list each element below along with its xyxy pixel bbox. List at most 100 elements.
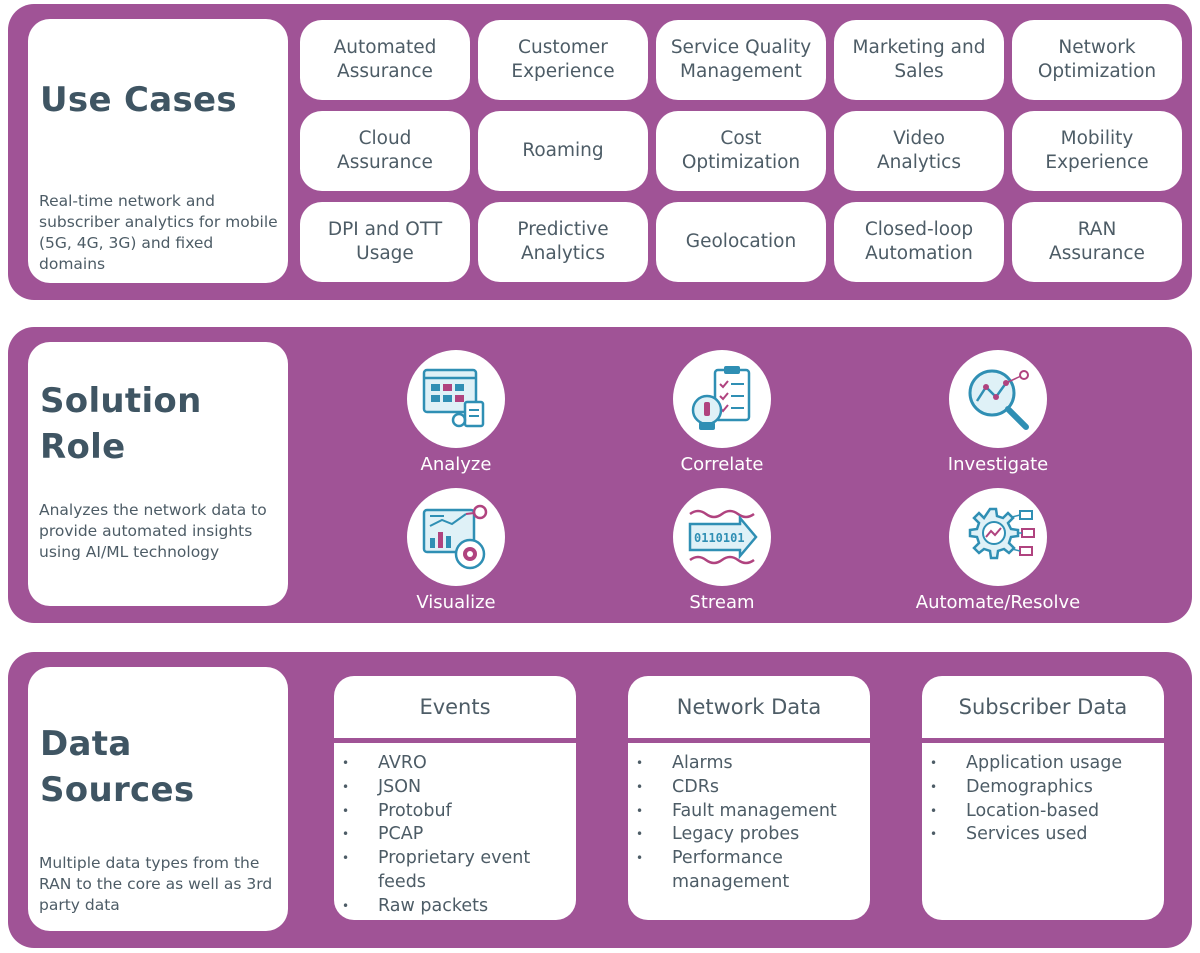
- role-label: Visualize: [416, 592, 496, 613]
- bullet-icon: •: [636, 803, 644, 818]
- data-sources-description-card: Data Sources Multiple data types from th…: [28, 667, 288, 931]
- list-item: • Proprietary event: [334, 847, 576, 871]
- bullet-icon: •: [342, 779, 350, 794]
- automate-gear-icon: [949, 488, 1047, 586]
- use-case-pill: Mobility Experience: [1012, 111, 1182, 191]
- data-source-card-title: Subscriber Data: [958, 695, 1128, 719]
- role-label: Analyze: [420, 454, 492, 475]
- data-source-card-title: Events: [419, 695, 491, 719]
- list-item: • Alarms: [628, 752, 870, 776]
- solution-role-description: Analyzes the network data to provide aut…: [39, 501, 267, 561]
- bullet-icon: •: [930, 827, 938, 842]
- use-case-pill: Service Quality Management: [656, 20, 826, 100]
- list-item-text: Services used: [966, 824, 1088, 845]
- data-source-card-subscriber-data: Subscriber Data •Application usage•Demog…: [922, 676, 1164, 920]
- analyze-dashboard-icon: [407, 350, 505, 448]
- bullet-icon: •: [930, 779, 938, 794]
- role-visualize: Visualize: [346, 488, 566, 613]
- list-item-text: Application usage: [966, 753, 1123, 773]
- bullet-icon: •: [342, 803, 350, 818]
- role-label: Stream: [689, 592, 755, 613]
- use-cases-panel: Use Cases Real-time network and subscrib…: [8, 4, 1192, 300]
- bullet-icon: •: [636, 851, 644, 866]
- use-case-pill: Video Analytics: [834, 111, 1004, 191]
- bullet-icon: •: [636, 756, 644, 770]
- solution-role-panel: Solution Role Analyzes the network data …: [8, 327, 1192, 623]
- solution-role-title-line1: Solution: [40, 381, 202, 421]
- list-item: • Location-based: [922, 800, 1164, 824]
- data-sources-panel: Data Sources Multiple data types from th…: [8, 652, 1192, 948]
- stream-binary-icon: 0110101: [673, 488, 771, 586]
- role-label: Correlate: [680, 454, 764, 475]
- role-label: Investigate: [947, 454, 1049, 475]
- list-item-text: PCAP: [378, 824, 424, 845]
- data-source-list: • Alarms • CDRs • Fault management • Legacy pro…: [628, 743, 870, 895]
- use-case-pill: Roaming: [478, 111, 648, 191]
- role-automate-resolve: Automate/Resolve: [888, 488, 1108, 613]
- use-case-pill: RAN Assurance: [1012, 202, 1182, 282]
- list-item: •Raw packets: [334, 895, 576, 919]
- list-item-text: Fault management: [672, 800, 837, 821]
- list-item: • PCAP: [334, 823, 576, 847]
- solution-role-title-line2: Role: [40, 427, 126, 467]
- role-analyze: Analyze: [346, 350, 566, 475]
- svg-text:0110101: 0110101: [694, 531, 745, 545]
- role-correlate: Correlate: [612, 350, 832, 475]
- bullet-icon: •: [342, 827, 350, 842]
- visualize-chart-icon: [407, 488, 505, 586]
- list-item: •Application usage: [922, 752, 1164, 776]
- bullet-icon: •: [342, 756, 350, 770]
- data-sources-title-line2: Sources: [40, 770, 195, 810]
- use-case-pill: Cost Optimization: [656, 111, 826, 191]
- use-cases-description-card: Use Cases Real-time network and subscrib…: [28, 19, 288, 283]
- list-item: •Demographics: [922, 776, 1164, 800]
- list-item: • Protobuf: [334, 800, 576, 824]
- data-source-card-events: Events •AVRO•JSON•Protobuf•PCAP•Propriet…: [334, 676, 576, 920]
- use-case-pill: Automated Assurance: [300, 20, 470, 100]
- investigate-magnifier-icon: [949, 350, 1047, 448]
- list-item-text: Alarms: [672, 753, 733, 773]
- list-item: • Legacy probes: [628, 823, 870, 847]
- list-item-text: Performance: [672, 848, 783, 869]
- list-item-text: Protobuf: [378, 800, 452, 821]
- use-case-grid: Automated Assurance Customer Experience …: [300, 20, 1184, 282]
- data-sources-description: Multiple data types from the RAN to the …: [39, 854, 273, 914]
- list-item-text: management: [672, 871, 790, 892]
- use-cases-title: Use Cases: [40, 80, 237, 120]
- bullet-icon: •: [636, 827, 644, 842]
- list-item-text: Legacy probes: [672, 824, 800, 845]
- list-item: • Performance: [628, 847, 870, 871]
- data-source-list: •AVRO•JSON•Protobuf•PCAP•Proprietary eve…: [334, 743, 576, 919]
- list-item-text: Proprietary event: [378, 848, 531, 869]
- list-item: • AVRO: [334, 752, 576, 776]
- data-source-card-title: Network Data: [676, 695, 822, 719]
- role-investigate: Investigate: [888, 350, 1108, 475]
- list-item-text: feeds: [378, 871, 426, 892]
- divider: [628, 738, 870, 743]
- list-item-text: AVRO: [378, 753, 427, 773]
- list-item: • Services used: [922, 823, 1164, 847]
- use-case-pill: Customer Experience: [478, 20, 648, 100]
- role-stream: 0110101 Stream: [612, 488, 832, 613]
- bullet-icon: •: [930, 803, 938, 818]
- bullet-icon: •: [636, 779, 644, 794]
- divider: [922, 738, 1164, 743]
- correlate-clipboard-icon: [673, 350, 771, 448]
- bullet-icon: •: [342, 851, 350, 866]
- divider: [334, 738, 576, 743]
- use-case-pill: Cloud Assurance: [300, 111, 470, 191]
- list-item: • CDRs: [628, 776, 870, 800]
- data-sources-title-line1: Data: [40, 724, 132, 764]
- use-case-pill: Closed-loop Automation: [834, 202, 1004, 282]
- use-case-pill: DPI and OTT Usage: [300, 202, 470, 282]
- list-item: management: [628, 871, 870, 895]
- list-item-text: Raw packets: [378, 895, 489, 916]
- list-item: •JSON: [334, 776, 576, 800]
- list-item: feeds: [334, 871, 576, 895]
- use-case-pill: Network Optimization: [1012, 20, 1182, 100]
- role-label: Automate/Resolve: [915, 592, 1081, 613]
- list-item-text: Location-based: [966, 800, 1100, 821]
- list-item-text: CDRs: [672, 776, 719, 797]
- data-source-card-network-data: Network Data • Alarms • CDRs • Fault manageme…: [628, 676, 870, 920]
- solution-role-description-card: Solution Role Analyzes the network data …: [28, 342, 288, 606]
